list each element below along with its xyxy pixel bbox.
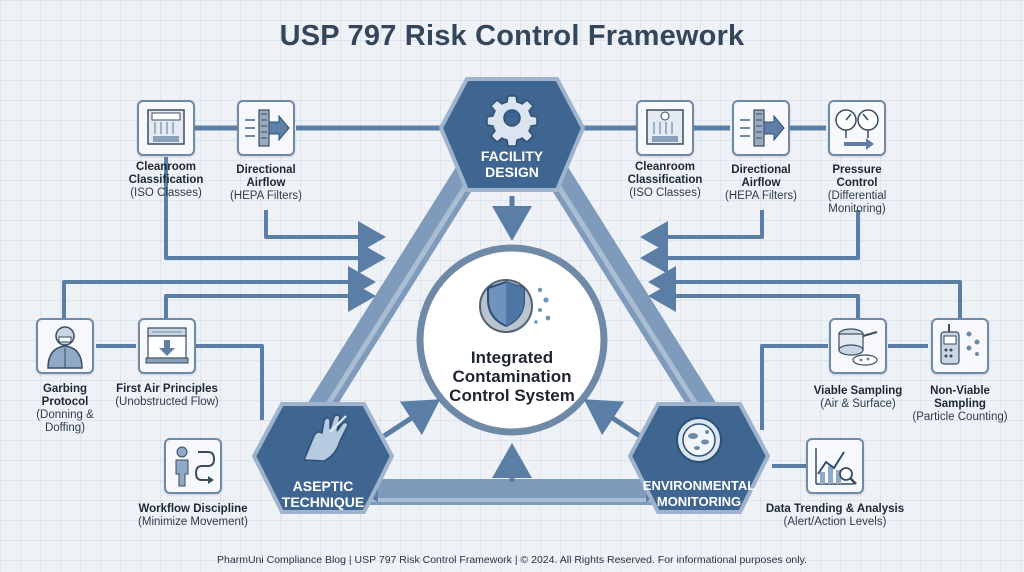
cleanroom-left-sub: (ISO Classes) — [130, 187, 202, 199]
page-title: USP 797 Risk Control Framework — [279, 20, 745, 52]
first-air-card — [138, 318, 196, 374]
airflow-left-title1: Directional — [236, 164, 296, 176]
workflow-title: Workflow Discipline — [138, 503, 248, 515]
workflow-person-icon — [175, 446, 216, 487]
cleanroom-label-right: Cleanroom Classification (ISO Classes) — [615, 161, 715, 200]
pressure-gauge-icon — [835, 109, 879, 150]
airflow-label-right: Directional Airflow (HEPA Filters) — [711, 164, 811, 203]
pressure-label: Pressure Control (Differential Monitorin… — [807, 164, 907, 216]
center-arrows — [382, 196, 642, 482]
hex-label-facility: FACILITY DESIGN — [462, 148, 562, 180]
airflow-right-title2: Airflow — [741, 177, 781, 189]
cleanroom-right-sub: (ISO Classes) — [629, 187, 701, 199]
footer-text: PharmUni Compliance Blog | USP 797 Risk … — [217, 554, 807, 566]
garbing-sub2: Doffing) — [44, 422, 86, 434]
hex-label-environmental: ENVIRONMENTAL MONITORING — [634, 478, 764, 510]
center-line1: Integrated — [470, 348, 554, 367]
pressure-title1: Pressure — [832, 164, 882, 176]
airflow-left-title2: Airflow — [246, 177, 286, 189]
connectors-aseptic — [62, 266, 376, 420]
garbing-sub1: (Donning & — [36, 409, 94, 421]
data-trending-card — [806, 438, 864, 494]
airflow-left-sub: (HEPA Filters) — [230, 190, 302, 202]
cleanroom-right-title2: Classification — [627, 174, 703, 186]
airflow-right-sub: (HEPA Filters) — [725, 190, 797, 202]
cleanroom-icon — [646, 109, 684, 145]
connectors-facility-left — [160, 125, 448, 274]
airflow-right-title1: Directional — [731, 164, 791, 176]
pressure-title2: Control — [836, 177, 878, 189]
hex-environmental-line2: MONITORING — [656, 494, 742, 509]
cleanroom-card-left — [137, 100, 195, 156]
non-viable-title2: Sampling — [934, 398, 986, 410]
hex-aseptic-line2: TECHNIQUE — [281, 494, 365, 510]
cleanroom-label-left: Cleanroom Classification (ISO Classes) — [116, 161, 216, 200]
pressure-card — [828, 100, 886, 156]
laminar-hood-icon — [145, 327, 189, 364]
data-trending-title: Data Trending & Analysis — [765, 503, 905, 515]
center-line3: Control System — [449, 386, 575, 405]
garbing-title1: Garbing — [42, 383, 88, 395]
connectors-facility-right — [578, 125, 860, 274]
cleanroom-icon — [147, 109, 185, 145]
gowned-person-icon — [47, 326, 83, 369]
cleanroom-left-title2: Classification — [128, 174, 204, 186]
cleanroom-left-title1: Cleanroom — [135, 161, 197, 173]
garbing-card — [36, 318, 94, 374]
airflow-card-left — [237, 100, 295, 156]
viable-sub: (Air & Surface) — [820, 398, 896, 410]
connectors-environmental — [648, 266, 962, 468]
non-viable-title1: Non-Viable — [930, 385, 990, 397]
hepa-filter-icon — [245, 109, 290, 147]
workflow-label: Workflow Discipline (Minimize Movement) — [133, 503, 253, 529]
center-title: Integrated Contamination Control System — [432, 348, 592, 405]
hex-facility-line2: DESIGN — [485, 164, 539, 180]
pressure-sub2: Monitoring) — [828, 203, 886, 215]
hex-label-aseptic: ASEPTIC TECHNIQUE — [273, 478, 373, 510]
petri-dish-icon — [676, 417, 722, 463]
data-trending-sub: (Alert/Action Levels) — [783, 516, 887, 528]
cleanroom-card-right — [636, 100, 694, 156]
center-circle — [416, 244, 608, 436]
gear-shield-icon — [479, 279, 551, 333]
first-air-label: First Air Principles (Unobstructed Flow) — [107, 383, 227, 409]
data-trending-label: Data Trending & Analysis (Alert/Action L… — [755, 503, 915, 529]
non-viable-label: Non-Viable Sampling (Particle Counting) — [900, 385, 1020, 424]
hex-aseptic-line1: ASEPTIC — [292, 478, 354, 494]
air-sampler-icon — [838, 328, 878, 366]
viable-card — [829, 318, 887, 374]
triangle-bands — [287, 137, 737, 505]
hex-facility-line1: FACILITY — [480, 148, 544, 164]
non-viable-sub: (Particle Counting) — [912, 411, 1008, 423]
gear-icon — [486, 95, 538, 147]
garbing-title2: Protocol — [41, 396, 89, 408]
viable-title: Viable Sampling — [813, 385, 903, 397]
first-air-title: First Air Principles — [116, 383, 218, 395]
workflow-sub: (Minimize Movement) — [138, 516, 248, 528]
cleanroom-right-title1: Cleanroom — [634, 161, 696, 173]
trend-chart-icon — [815, 448, 857, 485]
airflow-card-right — [732, 100, 790, 156]
gloved-hand-icon — [302, 414, 349, 462]
workflow-card — [164, 438, 222, 494]
garbing-label: Garbing Protocol (Donning & Doffing) — [15, 383, 115, 435]
non-viable-card — [931, 318, 989, 374]
airflow-label-left: Directional Airflow (HEPA Filters) — [216, 164, 316, 203]
hex-environmental-line1: ENVIRONMENTAL — [642, 478, 756, 493]
hepa-filter-icon — [740, 109, 785, 147]
pressure-sub1: (Differential — [827, 190, 887, 202]
viable-label: Viable Sampling (Air & Surface) — [798, 385, 918, 411]
particle-counter-icon — [940, 324, 980, 365]
first-air-sub: (Unobstructed Flow) — [115, 396, 219, 408]
center-line2: Contamination — [452, 367, 572, 386]
